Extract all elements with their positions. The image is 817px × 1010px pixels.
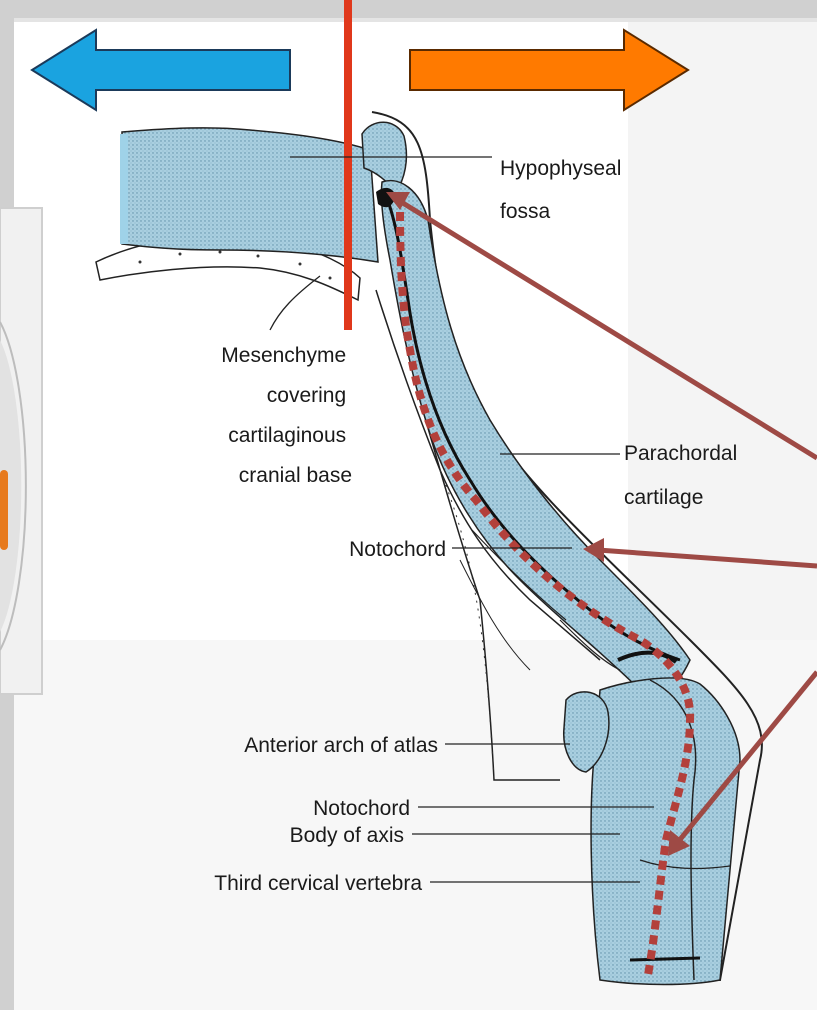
label-anterior-arch-of-atlas: Anterior arch of atlas [244,734,438,757]
left-arrow-icon [32,30,290,110]
label-hypophyseal-fossa: Hypophyseal fossa [500,157,627,223]
divider-line [344,0,352,330]
label-body-of-axis: Body of axis [290,824,404,847]
inset-orange-mark [0,470,8,550]
cranial-base-cartilage [122,128,378,262]
inset-panel [0,208,42,694]
label-notochord-lower: Notochord [313,797,410,820]
label-mesenchyme: Mesenchyme covering cartilaginous crania… [221,344,352,487]
label-third-cervical-vertebra: Third cervical vertebra [214,872,422,895]
label-notochord-upper: Notochord [349,538,446,561]
